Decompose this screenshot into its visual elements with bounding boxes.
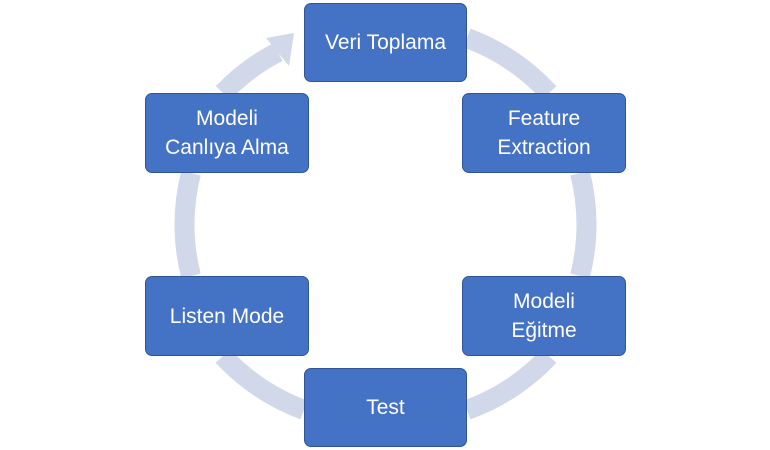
- cycle-arc-1: [463, 28, 557, 100]
- step-test: Test: [304, 368, 467, 447]
- cycle-arc-5: [174, 170, 201, 279]
- step-veri-toplama: Veri Toplama: [304, 3, 467, 82]
- cycle-arc-3: [463, 349, 557, 420]
- step-feature-extraction: Feature Extraction: [462, 93, 626, 173]
- cycle-arrowhead: [266, 33, 294, 66]
- step-listen-mode: Listen Mode: [145, 276, 309, 356]
- cycle-arc-6: [215, 43, 283, 101]
- cycle-arc-2: [570, 170, 597, 279]
- step-modeli-canliya-alma: Modeli Canlıya Alma: [145, 93, 309, 173]
- cycle-arc-4: [215, 349, 308, 420]
- step-modeli-egitme: Modeli Eğitme: [462, 276, 626, 356]
